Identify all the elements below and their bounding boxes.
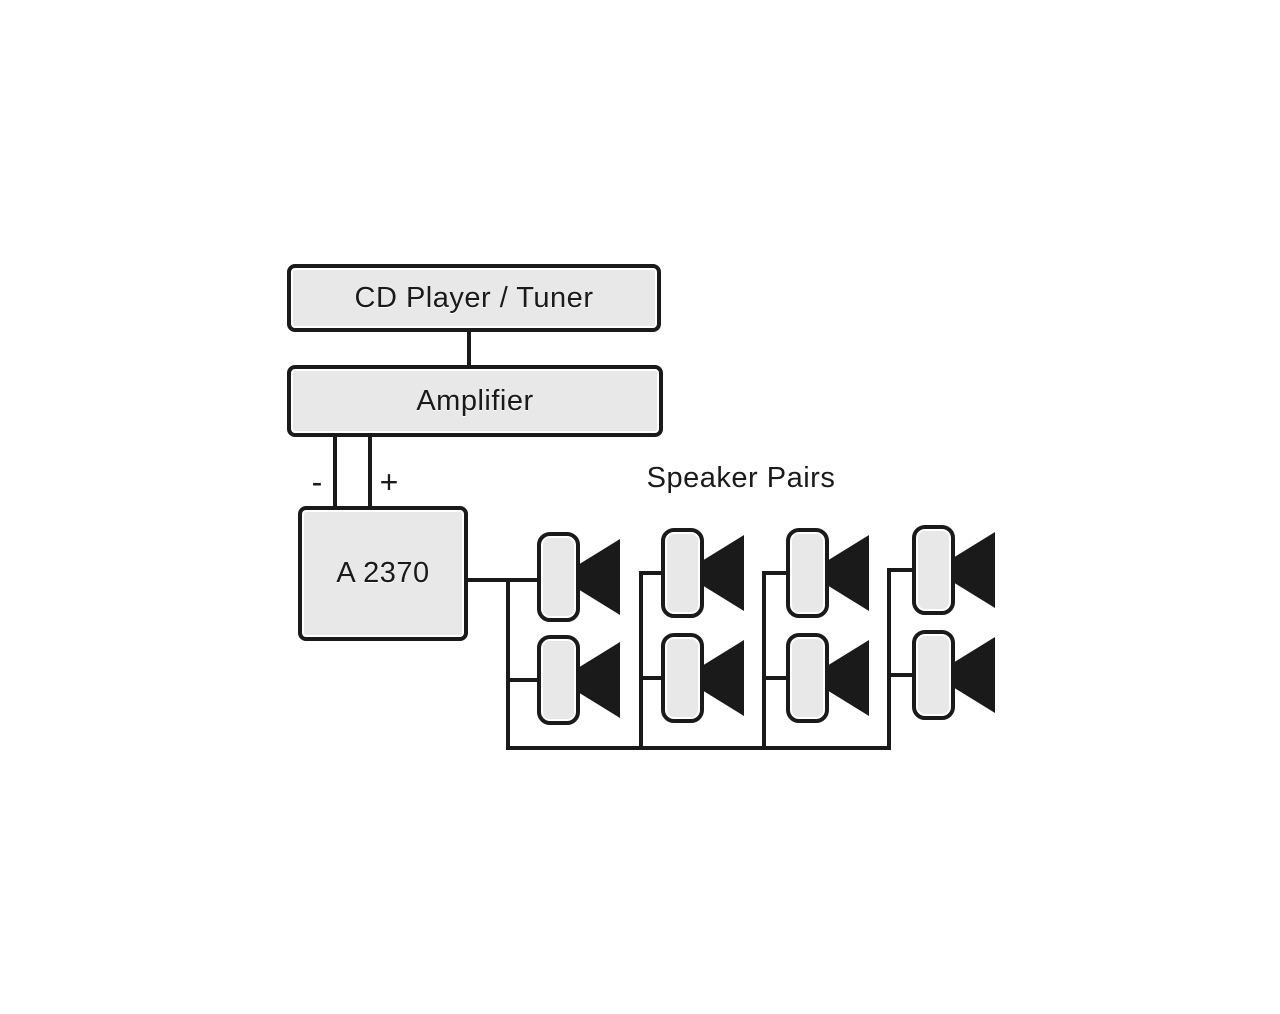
speaker-cabinet [537,532,580,622]
wire-pair2-top-stub [639,571,665,575]
wire-selector-output [468,578,540,582]
speaker-icon [537,532,621,622]
wire-pair4-top-stub [887,568,916,572]
speaker-cabinet [786,528,829,618]
speaker-cabinet [786,633,829,723]
speaker-icon [912,630,996,720]
speaker-cabinet [661,528,704,618]
node-cd-player-tuner: CD Player / Tuner [287,264,661,332]
speaker-cabinet [537,635,580,725]
speaker-icon [661,633,745,723]
speaker-selector-label: A 2370 [336,557,430,589]
speaker-icon [537,635,621,725]
wire-pair3-bottom-stub [762,676,790,680]
node-speaker-selector-a2370: A 2370 [298,506,468,641]
wire-return-bus [506,746,891,750]
wire-pair2-bottom-stub [639,676,665,680]
cd-player-tuner-label: CD Player / Tuner [354,281,594,314]
wire-cd-to-amplifier [467,332,471,367]
node-amplifier: Amplifier [287,365,663,437]
minus-terminal-label: - [311,464,323,500]
speaker-cabinet [661,633,704,723]
amplifier-label: Amplifier [416,384,534,417]
speaker-icon [786,633,870,723]
wire-pair3-vertical [762,571,766,750]
wire-pair1-bottom-stub [506,678,541,682]
wire-pair4-vertical [887,568,891,750]
plus-terminal-label: + [379,464,399,500]
speaker-cabinet [912,630,955,720]
wire-pair3-top-stub [762,571,790,575]
wire-pair4-bottom-stub [887,673,916,677]
wire-amplifier-minus [333,437,337,508]
speaker-icon [786,528,870,618]
speaker-cabinet [912,525,955,615]
wire-amplifier-plus [368,437,372,508]
wire-pair1-vertical [506,578,510,750]
speaker-pairs-title: Speaker Pairs [646,462,836,494]
speaker-icon [661,528,745,618]
wire-pair2-vertical [639,571,643,750]
speaker-icon [912,525,996,615]
